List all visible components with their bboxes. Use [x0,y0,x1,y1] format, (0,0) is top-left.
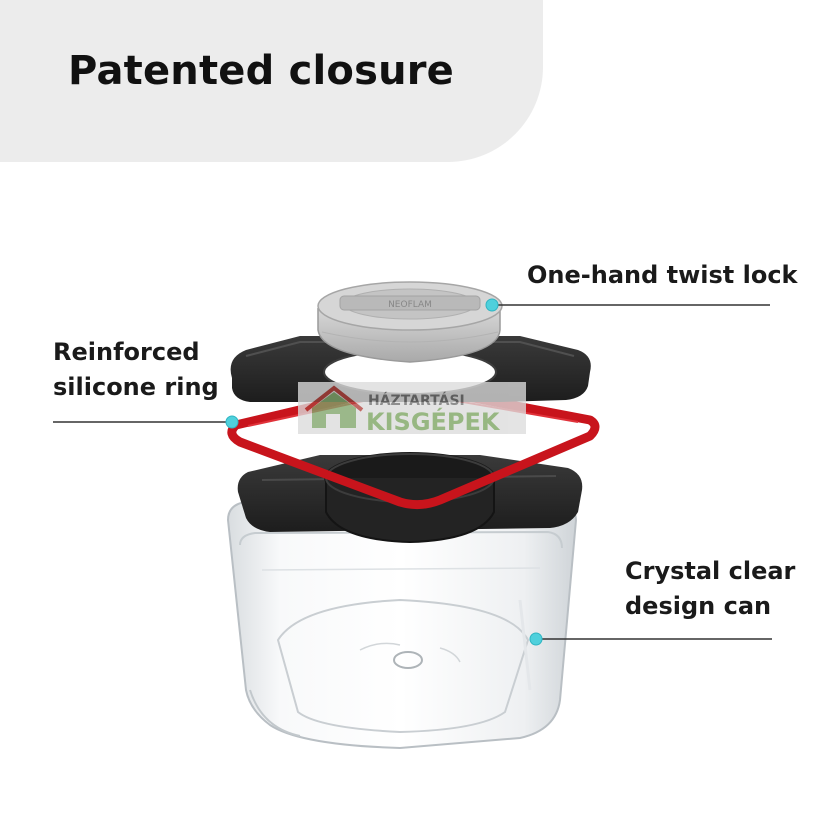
watermark: HÁZTARTÁSI KISGÉPEK [298,382,526,436]
callout-twist-lock-label: One-hand twist lock [527,261,798,289]
cap-brand-text: NEOFLAM [388,300,432,310]
callout-silicone-ring-line1: Reinforced [53,338,200,366]
callout-silicone-ring-pointer [53,415,239,429]
callout-silicone-ring: Reinforced silicone ring [53,335,219,405]
watermark-line1: HÁZTARTÁSI [368,392,465,409]
callout-design-can: Crystal clear design can [625,554,795,624]
callout-dot [225,415,239,429]
callout-design-can-line2: design can [625,592,772,620]
house-icon [312,392,356,428]
clear-can [226,498,578,750]
title-panel [0,0,543,162]
watermark-line2: KISGÉPEK [366,407,501,436]
page-title: Patented closure [68,48,455,94]
callout-design-can-pointer [529,632,772,646]
callout-twist-lock: One-hand twist lock [527,258,798,293]
twist-cap: NEOFLAM [317,281,503,363]
callout-silicone-ring-line2: silicone ring [53,373,219,401]
callout-design-can-line1: Crystal clear [625,557,796,585]
callout-dot [529,632,543,646]
callout-dot [485,298,499,312]
callout-twist-lock-pointer [485,298,770,312]
